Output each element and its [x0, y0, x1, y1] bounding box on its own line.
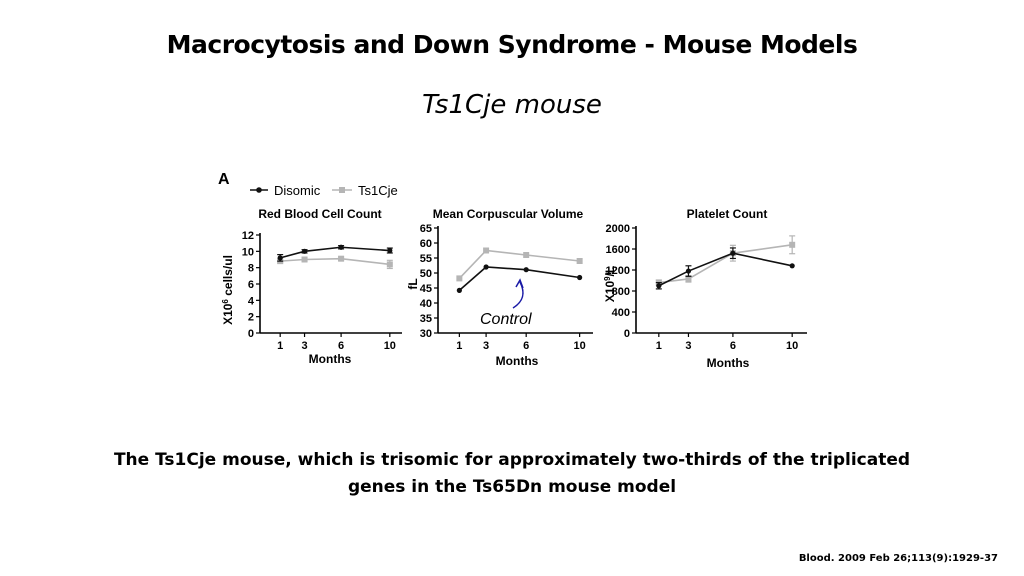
- data-point-disomic: [577, 274, 583, 281]
- x-tick-label: 3: [301, 340, 307, 352]
- x-tick-label: 1: [277, 340, 283, 352]
- y-axis-label: fL: [406, 278, 420, 289]
- plot-area: 0 400 800 1200 1600 2000 1 3 6 10: [606, 223, 807, 352]
- legend-disomic-marker: [256, 187, 262, 193]
- legend-disomic-label: Disomic: [274, 183, 321, 198]
- panel-title: Mean Corpuscular Volume: [433, 207, 584, 221]
- panel-rbc: Red Blood Cell Count X106 cells/ul Month…: [221, 207, 402, 366]
- x-tick-label: 10: [574, 340, 586, 352]
- panel-title: Red Blood Cell Count: [258, 207, 381, 221]
- series-line-ts1cje: [280, 257, 390, 266]
- data-point-disomic: [789, 263, 795, 269]
- series-line-disomic: [458, 266, 580, 292]
- data-point-ts1cje: [789, 241, 796, 248]
- data-point-ts1cje: [301, 256, 308, 263]
- data-point-disomic: [656, 283, 662, 289]
- data-point-disomic: [301, 248, 308, 254]
- series-line-ts1cje: [658, 244, 793, 284]
- y-tick-label: 1600: [606, 244, 630, 256]
- data-point-ts1cje: [456, 275, 463, 282]
- data-point-disomic: [387, 247, 393, 254]
- x-tick-label: 3: [483, 340, 489, 352]
- data-point-disomic: [277, 255, 283, 261]
- control-annotation: Control: [480, 311, 532, 328]
- data-point-disomic: [456, 287, 462, 293]
- plot-area: 30 35 40 45 50 55 60 65 1 3 6 10: [420, 223, 593, 352]
- y-tick-label: 8: [248, 263, 254, 275]
- figure-panel: A Disomic Ts1Cje Red Blood Cell Count X1…: [210, 160, 820, 390]
- x-tick-label: 10: [786, 340, 798, 352]
- slide-subtitle: Ts1Cje mouse: [422, 90, 602, 120]
- series-line-ts1cje: [458, 249, 580, 279]
- y-tick-label: 4: [248, 295, 255, 307]
- y-tick-label: 65: [420, 223, 432, 235]
- panel-mcv: Mean Corpuscular Volume fL Months 30 35 40…: [406, 207, 593, 368]
- data-point-disomic: [483, 264, 489, 270]
- x-axis-label: Months: [707, 356, 750, 370]
- y-tick-label: 30: [420, 328, 432, 340]
- y-axis-label: X109/L: [603, 266, 618, 302]
- legend: Disomic Ts1Cje: [250, 183, 398, 198]
- data-point-ts1cje: [483, 247, 490, 254]
- y-tick-label: 55: [420, 253, 432, 265]
- y-tick-label: 45: [420, 283, 432, 295]
- x-axis-label: Months: [496, 354, 539, 368]
- x-axis-label: Months: [309, 352, 352, 366]
- x-tick-label: 6: [523, 340, 529, 352]
- y-tick-label: 800: [612, 286, 630, 298]
- caption-line: The Ts1Cje mouse, which is trisomic for …: [113, 450, 911, 470]
- x-tick-label: 6: [338, 340, 344, 352]
- y-tick-label: 60: [420, 238, 432, 250]
- y-tick-label: 2000: [606, 223, 630, 235]
- y-tick-label: 0: [248, 328, 254, 340]
- x-tick-label: 6: [730, 340, 736, 352]
- plot-area: 0 2 4 6 8 10 12 1 3 6 10: [242, 230, 402, 352]
- x-tick-label: 3: [685, 340, 691, 352]
- slide-title: Macrocytosis and Down Syndrome - Mouse M…: [166, 30, 858, 59]
- x-tick-label: 10: [384, 340, 396, 352]
- y-tick-label: 1200: [606, 265, 630, 277]
- caption: The Ts1Cje mouse, which is trisomic for …: [90, 447, 934, 501]
- data-point-ts1cje: [386, 261, 393, 268]
- panel-title: Platelet Count: [687, 207, 768, 221]
- data-point-disomic: [338, 244, 344, 250]
- panel-label: A: [218, 171, 230, 188]
- series-line-disomic: [279, 246, 390, 259]
- panel-platelet: Platelet Count X109/L Months 04008001200…: [603, 207, 807, 370]
- citation: Blood. 2009 Feb 26;113(9):1929-37: [798, 553, 998, 564]
- x-tick-label: 1: [656, 340, 662, 352]
- y-axis-label: X106 cells/ul: [221, 255, 236, 325]
- y-tick-label: 50: [420, 268, 432, 280]
- series-line-disomic: [658, 252, 793, 287]
- data-point-ts1cje: [576, 258, 583, 264]
- legend-ts1cje-marker: [339, 187, 345, 193]
- y-tick-label: 12: [242, 230, 254, 242]
- data-point-disomic: [685, 268, 692, 274]
- data-point-disomic: [730, 250, 736, 256]
- data-point-disomic: [523, 267, 529, 273]
- y-tick-label: 35: [420, 313, 432, 325]
- y-tick-label: 6: [248, 279, 254, 291]
- y-tick-label: 0: [624, 328, 630, 340]
- data-point-ts1cje: [338, 255, 345, 262]
- y-tick-label: 40: [420, 298, 432, 310]
- legend-ts1cje-label: Ts1Cje: [358, 183, 398, 198]
- y-tick-label: 2: [248, 312, 254, 324]
- x-tick-label: 1: [456, 340, 462, 352]
- control-arrowhead: [515, 278, 524, 289]
- chart-figure: A Disomic Ts1Cje Red Blood Cell Count X1…: [218, 171, 807, 370]
- data-point-ts1cje: [523, 252, 530, 258]
- data-point-ts1cje: [685, 275, 692, 282]
- y-tick-label: 10: [242, 246, 254, 258]
- caption-line: genes in the Ts65Dn mouse model: [347, 477, 677, 497]
- y-tick-label: 400: [612, 307, 630, 319]
